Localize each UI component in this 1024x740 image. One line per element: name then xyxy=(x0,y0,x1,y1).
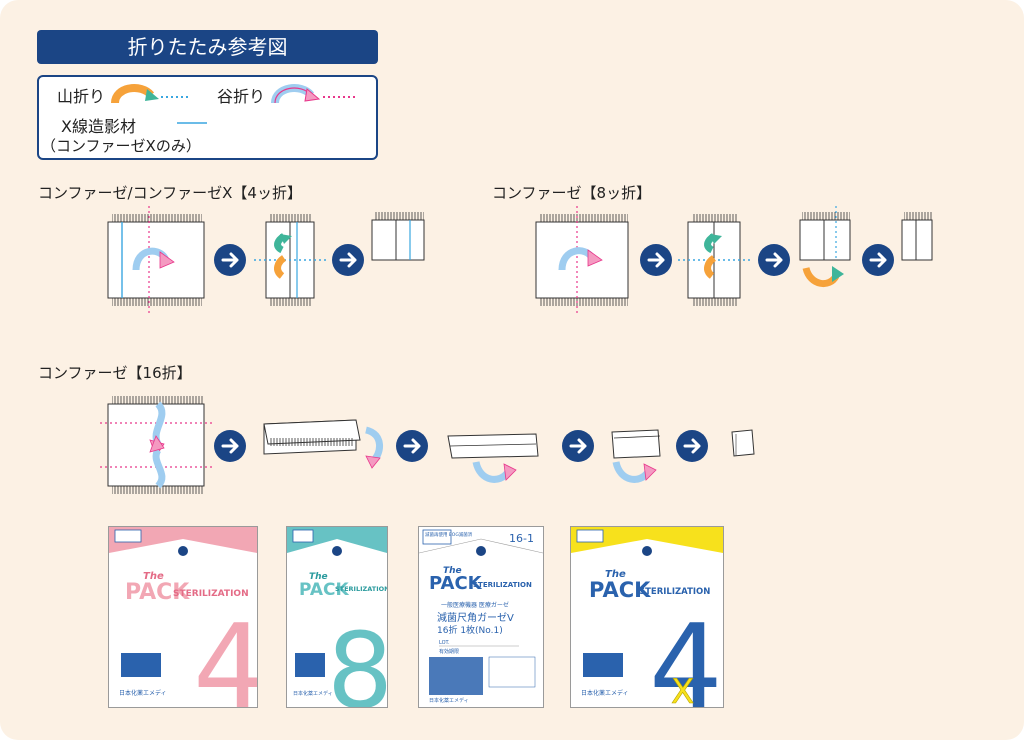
fold8-step4 xyxy=(901,212,933,261)
fold16-step4 xyxy=(611,429,661,483)
package-4fold: The PACK STERILIZATION 4 日本化薬エメディ xyxy=(108,526,258,708)
fold16-step2 xyxy=(263,419,383,469)
fold4-step1 xyxy=(107,206,205,316)
package-4fold-x: The PACK STERILIZATION 4 X 日本化薬エメディ xyxy=(570,526,724,708)
legend-box: 山折り 谷折り X線造影材 （コンファーゼXのみ） xyxy=(37,75,378,160)
fold16-step3 xyxy=(447,433,539,483)
next-step-arrow-icon xyxy=(562,430,594,462)
page-title: 折りたたみ参考図 xyxy=(37,30,378,64)
pkg1-pack: PACK xyxy=(125,580,190,605)
fold16-step1 xyxy=(100,396,212,494)
pkg3-badge: 減菌再使用 EOG滅菌済 xyxy=(425,531,473,538)
pkg3-spec: 16折 1枚(No.1) xyxy=(437,624,503,636)
pkg4-sterilization: STERILIZATION xyxy=(639,587,710,597)
pkg1-the: The xyxy=(143,571,164,582)
x-line-note: （コンファーゼXのみ） xyxy=(41,137,201,155)
mountain-fold-label: 山折り xyxy=(57,87,106,106)
x-line-label: X線造影材 xyxy=(61,117,136,136)
pkg4-number: 4 xyxy=(649,600,723,707)
section-label-fold8: コンファーゼ【8ッ折】 xyxy=(492,184,652,202)
pkg4-x-mark: X xyxy=(671,672,694,707)
pkg3-product-name: 減菌尺角ガーゼV xyxy=(437,611,514,624)
fold8-step3 xyxy=(799,206,851,287)
pkg4-the: The xyxy=(605,569,626,580)
pkg2-the: The xyxy=(309,572,328,582)
pkg4-maker: 日本化薬エメディ xyxy=(581,689,629,697)
package-8fold: The PACK STERILIZATION 8 日本化薬エメディ xyxy=(286,526,388,708)
pkg2-number: 8 xyxy=(327,610,387,707)
pkg1-sterilization: STERILIZATION xyxy=(173,589,249,599)
package-16fold: 減菌再使用 EOG滅菌済 16-1 The PACK STERILIZATION… xyxy=(418,526,544,708)
next-step-arrow-icon xyxy=(758,244,790,276)
pkg3-code: 16-1 xyxy=(509,532,534,545)
pkg3-the: The xyxy=(443,566,462,576)
pkg2-pack: PACK xyxy=(299,580,350,600)
next-step-arrow-icon xyxy=(214,430,246,462)
fold8-step1 xyxy=(535,206,629,316)
next-step-arrow-icon xyxy=(862,244,894,276)
section-label-fold4: コンファーゼ/コンファーゼX【4ッ折】 xyxy=(38,184,302,202)
pkg3-lot: LOT. xyxy=(439,640,450,646)
next-step-arrow-icon xyxy=(214,244,246,276)
next-step-arrow-icon xyxy=(640,244,672,276)
pkg3-expiry: 有効期限 xyxy=(439,648,459,655)
pkg1-maker: 日本化薬エメディ xyxy=(119,689,167,697)
section-label-fold16: コンファーゼ【16折】 xyxy=(38,364,192,382)
next-step-arrow-icon xyxy=(676,430,708,462)
fold8-step2 xyxy=(678,214,752,306)
pkg2-maker: 日本化薬エメディ xyxy=(293,690,333,697)
pkg3-maker: 日本化薬エメディ xyxy=(429,697,469,704)
pkg1-number: 4 xyxy=(193,600,257,707)
pkg4-pack: PACK xyxy=(589,578,651,602)
next-step-arrow-icon xyxy=(396,430,428,462)
valley-fold-icon xyxy=(271,84,355,104)
fold16-step5 xyxy=(731,429,755,457)
fold4-step2 xyxy=(254,214,326,306)
x-line-swatch xyxy=(177,122,207,124)
mountain-fold-icon xyxy=(111,84,191,104)
valley-fold-label: 谷折り xyxy=(217,87,266,106)
pkg2-sterilization: STERILIZATION xyxy=(335,585,387,593)
pkg3-category: 一般医療機器 医療ガーゼ xyxy=(441,601,509,609)
pkg3-pack: PACK xyxy=(429,573,483,594)
pkg3-sterilization: STERILIZATION xyxy=(473,581,532,589)
next-step-arrow-icon xyxy=(332,244,364,276)
fold4-step3 xyxy=(371,212,425,261)
